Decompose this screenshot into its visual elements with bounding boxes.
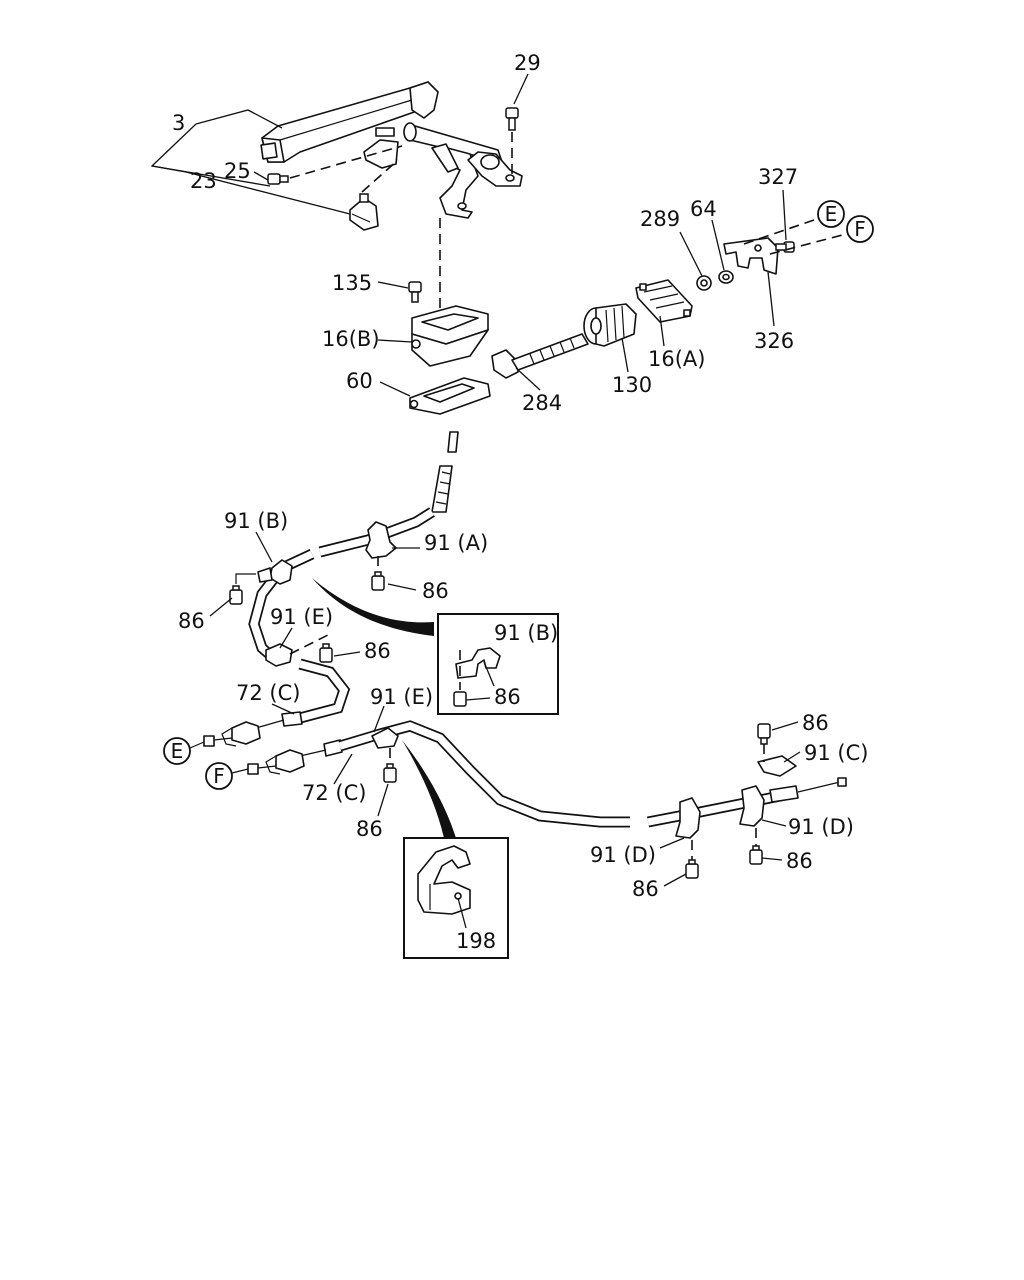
label-91a: 91 (A) [424,531,488,555]
svg-text:E: E [825,202,838,226]
cable-72c-left [203,658,351,747]
label-86-c: 86 [364,639,391,663]
nut-64 [718,270,734,284]
label-72c-left: 72 (C) [236,681,300,705]
bolt-327 [743,219,847,255]
label-91b-inset: 91 (B) [494,621,558,645]
bolt-86-d [383,763,397,783]
bolt-86-g [749,845,763,865]
svg-text:F: F [854,217,866,241]
label-326: 326 [754,329,794,353]
label-91c: 91 (C) [804,741,868,765]
boot-16b [411,305,489,367]
clamp-91c [757,744,797,777]
label-16b: 16(B) [322,327,380,351]
label-91d-right: 91 (D) [788,815,854,839]
inset-pointer-198 [402,740,456,838]
guide-16a [635,279,693,323]
bolt-86-e [757,723,771,745]
label-60: 60 [346,369,373,393]
label-86-e: 86 [802,711,829,735]
rear-cable [646,777,847,828]
clamp-91b [257,559,293,585]
rod-284 [491,333,589,379]
label-86-inset: 86 [494,685,521,709]
label-289: 289 [640,207,680,231]
washer-289 [696,275,712,291]
bolt-86-c [319,643,333,663]
bolt-86-b [229,573,256,605]
inset-clamp-91b [453,647,501,707]
switch-23 [349,159,399,231]
clamp-91d-right [739,785,765,848]
bolt-135 [408,281,422,303]
label-91e-lower: 91 (E) [370,685,433,709]
bolt-86-a [371,571,385,591]
svg-text:E: E [171,739,184,763]
label-86-g: 86 [786,849,813,873]
label-86-b: 86 [178,609,205,633]
label-91b: 91 (B) [224,509,288,533]
clamp-91e-lower [371,727,399,766]
label-29: 29 [514,51,541,75]
nut-25 [267,145,403,185]
callout-f-top: F [846,215,874,243]
clamp-91d-left [675,797,701,862]
inset-pointer-91b [312,578,434,636]
leader-lines [150,73,801,929]
bolt-86-f [685,859,699,879]
svg-text:F: F [213,764,225,788]
label-130: 130 [612,373,652,397]
bracket-326 [723,237,779,275]
label-135: 135 [332,271,372,295]
label-198: 198 [456,929,496,953]
label-86-a: 86 [422,579,449,603]
seal-60 [409,377,491,415]
label-3: 3 [172,111,185,135]
label-86-d: 86 [356,817,383,841]
label-72c-right: 72 (C) [302,781,366,805]
label-64: 64 [690,197,717,221]
label-91e-upper: 91 (E) [270,605,333,629]
label-327: 327 [758,165,798,189]
brake-lever-assembly [260,81,523,219]
callout-f-left: F [205,762,249,790]
clamp-91e-upper [265,633,331,667]
label-86-f: 86 [632,877,659,901]
grommet-130 [583,303,637,347]
label-25: 25 [224,159,251,183]
callout-e-top: E [817,200,845,228]
bracket-198 [417,845,471,915]
label-23: 23 [190,169,217,193]
label-284: 284 [522,391,562,415]
label-91d-left: 91 (D) [590,843,656,867]
clamp-91a [365,521,397,574]
bolt-29 [505,107,519,176]
callout-e-left: E [163,737,205,765]
label-16a: 16(A) [648,347,705,371]
